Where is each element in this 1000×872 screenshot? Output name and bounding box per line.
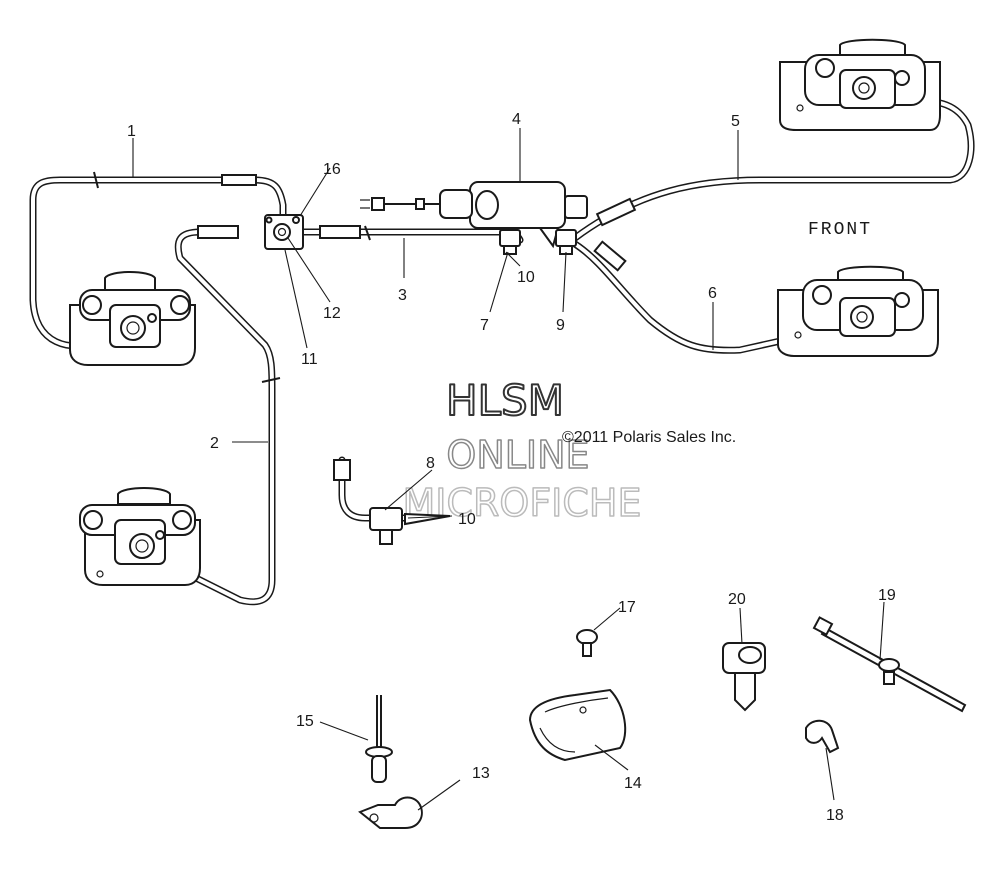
copyright-text: ©2011 Polaris Sales Inc. [562, 429, 736, 446]
cable-tie-19[interactable] [812, 616, 967, 713]
caliper-front-lower[interactable] [777, 265, 939, 357]
caliper-rear-lower[interactable] [79, 487, 201, 586]
banjo-bolt-7[interactable] [499, 229, 521, 255]
screw-17[interactable] [576, 629, 598, 657]
callout-15: 15 [296, 713, 314, 730]
distribution-block[interactable] [264, 214, 304, 250]
master-cylinder[interactable] [360, 181, 588, 249]
front-label: FRONT [808, 220, 872, 240]
leader-lines [132, 128, 885, 811]
callout-7: 7 [480, 317, 489, 334]
callout-5: 5 [731, 113, 740, 130]
callout-1: 1 [127, 123, 136, 140]
callout-10-upper: 10 [517, 269, 535, 286]
caliper-rear-upper[interactable] [69, 271, 196, 366]
brake-line-5[interactable] [571, 96, 975, 242]
clip-18[interactable] [805, 719, 840, 754]
callout-16: 16 [323, 161, 341, 178]
brake-line-detail[interactable] [333, 456, 409, 522]
callout-2: 2 [210, 435, 219, 452]
callout-3: 3 [398, 287, 407, 304]
banjo-bolt-9[interactable] [555, 229, 577, 255]
callout-6: 6 [708, 285, 717, 302]
callout-14: 14 [624, 775, 642, 792]
rivet-15[interactable] [365, 695, 393, 783]
callout-8: 8 [426, 455, 435, 472]
watermark-line2: ONLINE [446, 433, 589, 477]
watermark: HLSM ONLINE MICROFICHE [402, 375, 643, 526]
brake-line-6[interactable] [571, 240, 834, 354]
callout-10-lower: 10 [458, 511, 476, 528]
callout-20: 20 [728, 591, 746, 608]
p-clamp-13[interactable] [358, 796, 423, 829]
bracket-14[interactable] [528, 688, 627, 762]
callout-11: 11 [301, 351, 318, 368]
caliper-front-upper[interactable] [779, 38, 941, 131]
callout-12: 12 [323, 305, 341, 322]
callout-4: 4 [512, 111, 521, 128]
brake-line-2[interactable] [169, 225, 281, 606]
clip-20[interactable] [722, 642, 766, 712]
callout-labels: 1 2 3 4 5 6 7 8 9 10 10 11 12 13 14 15 1… [127, 111, 896, 824]
callout-9: 9 [556, 317, 565, 334]
callout-18: 18 [826, 807, 844, 824]
callout-19: 19 [878, 587, 896, 604]
watermark-line1: HLSM [446, 376, 564, 425]
callout-13: 13 [472, 765, 490, 782]
callout-17: 17 [618, 599, 636, 616]
